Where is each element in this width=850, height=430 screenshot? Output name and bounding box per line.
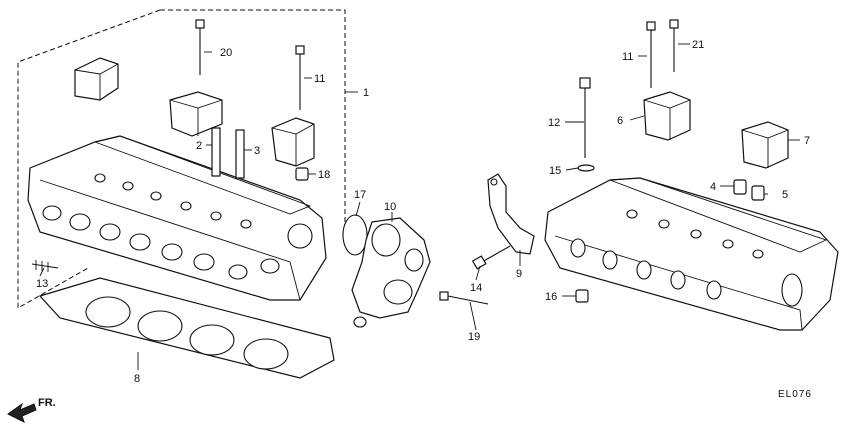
rocker-holder-left-c bbox=[271, 117, 315, 167]
callout-21: 21 bbox=[692, 39, 704, 51]
callout-9: 9 bbox=[516, 268, 522, 280]
bolt-12-head bbox=[579, 77, 591, 89]
bolt-21-head bbox=[669, 19, 679, 29]
leader-14 bbox=[475, 265, 481, 281]
direction-label: FR. bbox=[38, 397, 56, 409]
o-ring-17 bbox=[342, 214, 368, 256]
cap-16 bbox=[575, 289, 589, 303]
bolt-11-head-right bbox=[646, 21, 656, 31]
callout-15: 15 bbox=[549, 165, 561, 177]
cylinder-head-right bbox=[544, 177, 839, 331]
bolt-19 bbox=[447, 295, 489, 305]
rocker-holder-left-a bbox=[74, 57, 119, 101]
thermostat-housing-10 bbox=[351, 217, 431, 328]
rocker-holder-7 bbox=[741, 121, 789, 169]
bracket-9 bbox=[487, 173, 535, 255]
callout-11-left: 11 bbox=[314, 73, 325, 85]
diagram-code: EL076 bbox=[778, 389, 812, 400]
callout-16: 16 bbox=[545, 291, 557, 303]
leader-13 bbox=[39, 267, 45, 277]
head-gasket-8 bbox=[38, 277, 335, 379]
callout-2: 2 bbox=[196, 140, 202, 152]
callout-13: 13 bbox=[36, 278, 48, 290]
leader-19 bbox=[469, 301, 477, 331]
callout-17: 17 bbox=[354, 189, 366, 201]
callout-14: 14 bbox=[470, 282, 482, 294]
cap-5 bbox=[751, 185, 765, 201]
callout-10: 10 bbox=[384, 201, 396, 213]
assembly-boundary-left bbox=[17, 9, 161, 309]
arrow-icon bbox=[7, 402, 37, 423]
bolt-20-head bbox=[195, 19, 205, 29]
front-direction-arrow: FR. bbox=[7, 397, 56, 423]
cap-18 bbox=[295, 167, 309, 181]
leader-6 bbox=[629, 115, 645, 121]
washer-15 bbox=[577, 164, 595, 172]
cylinder-head-left bbox=[27, 135, 327, 301]
rocker-holder-6 bbox=[643, 91, 691, 141]
bolt-11-head-left bbox=[295, 45, 305, 55]
assembly-boundary-top bbox=[160, 9, 346, 225]
leader-15 bbox=[565, 167, 579, 171]
dowel-pin-2 bbox=[211, 127, 221, 177]
callout-4: 4 bbox=[710, 181, 716, 193]
callout-20: 20 bbox=[220, 47, 232, 59]
callout-8: 8 bbox=[134, 373, 140, 385]
callout-19: 19 bbox=[468, 331, 480, 343]
callout-7: 7 bbox=[804, 135, 810, 147]
callout-6: 6 bbox=[617, 115, 623, 127]
callout-5: 5 bbox=[782, 189, 788, 201]
callout-18: 18 bbox=[318, 169, 330, 181]
bolt-14 bbox=[481, 245, 511, 263]
leader-17 bbox=[355, 201, 361, 217]
rocker-holder-left-b bbox=[169, 91, 223, 137]
callout-3: 3 bbox=[254, 145, 260, 157]
callout-11-right: 11 bbox=[622, 51, 633, 63]
cap-4 bbox=[733, 179, 747, 195]
callout-12: 12 bbox=[548, 117, 560, 129]
dowel-pin-3 bbox=[235, 129, 245, 179]
callout-1: 1 bbox=[363, 87, 369, 99]
